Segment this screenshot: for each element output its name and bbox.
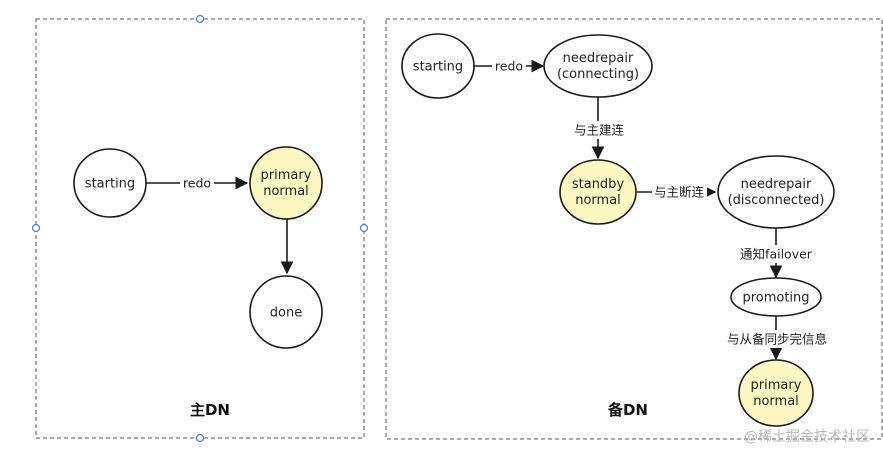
edge-label-bg-disconnect [652, 183, 707, 201]
node-done[interactable]: done [249, 275, 323, 349]
node-needrepair-connecting-label-line2: (connecting) [557, 67, 639, 82]
node-needrepair-connecting[interactable]: needrepair (connecting) [543, 34, 653, 98]
node-promoting-label: promoting [742, 291, 809, 306]
node-primary-normal-label-line2: normal [263, 184, 309, 199]
node-needrepair-connecting-shape [543, 34, 653, 98]
node-standby-primary-normal[interactable]: primary normal [738, 359, 814, 427]
node-standby-starting[interactable]: starting [401, 33, 475, 99]
edge-label-connect: 与主建连 [574, 123, 625, 138]
node-standby-starting-label: starting [413, 60, 463, 75]
standby-dn-title: 备DN [607, 401, 648, 419]
primary-dn-title: 主DN [190, 401, 230, 419]
standby-dn-panel-border [385, 18, 883, 440]
edge-label-disconnect: 与主断连 [654, 185, 705, 200]
node-standby-normal-label-line1: standby [572, 177, 625, 192]
edge-label-bg-redo [180, 174, 214, 192]
node-needrepair-disconnected-shape [717, 155, 835, 229]
edge-label-bg-redo-standby [492, 57, 526, 75]
selection-handle-bottom[interactable] [195, 433, 205, 443]
node-standby-primary-normal-shape [738, 359, 814, 427]
node-needrepair-disconnected-label-line2: (disconnected) [728, 193, 825, 208]
node-promoting[interactable]: promoting [730, 277, 822, 317]
node-needrepair-disconnected[interactable]: needrepair (disconnected) [717, 155, 835, 229]
edge-label-sync: 与从备同步完信息 [727, 332, 827, 347]
node-promoting-shape [730, 277, 822, 317]
node-needrepair-connecting-label-line1: needrepair [563, 51, 634, 66]
node-standby-normal[interactable]: standby normal [559, 159, 637, 225]
node-done-label: done [270, 306, 302, 321]
node-standby-primary-normal-label-line1: primary [751, 378, 802, 393]
selection-handle-right[interactable] [359, 223, 369, 233]
selection-handle-top[interactable] [195, 14, 205, 24]
edge-label-redo-standby: redo [495, 59, 523, 74]
primary-dn-panel: redo starting primary normal done 主DN [31, 14, 369, 443]
node-standby-normal-shape [559, 159, 637, 225]
node-primary-normal-label-line1: primary [261, 168, 312, 183]
edge-label-failover: 通知failover [740, 247, 813, 262]
node-starting-label: starting [85, 177, 135, 192]
node-primary-normal[interactable]: primary normal [249, 146, 323, 220]
edge-label-bg-connect [570, 121, 628, 139]
selection-handle-left[interactable] [31, 223, 41, 233]
edge-label-bg-failover [737, 245, 815, 263]
node-needrepair-disconnected-label-line1: needrepair [741, 177, 812, 192]
standby-dn-panel: redo 与主建连 与主断连 通知failover 与从备同步完信息 start… [385, 18, 883, 440]
node-standby-starting-shape [401, 33, 475, 99]
node-starting[interactable]: starting [73, 148, 147, 218]
edge-label-bg-sync [724, 330, 830, 348]
primary-dn-panel-border [35, 18, 365, 439]
node-standby-primary-normal-label-line2: normal [753, 394, 799, 409]
node-done-shape [249, 275, 323, 349]
node-standby-normal-label-line2: normal [575, 193, 621, 208]
edge-label-redo: redo [183, 176, 211, 191]
node-starting-shape [73, 148, 147, 218]
watermark-text: @稀土掘金技术社区 [744, 429, 870, 445]
node-primary-normal-shape [249, 146, 323, 220]
